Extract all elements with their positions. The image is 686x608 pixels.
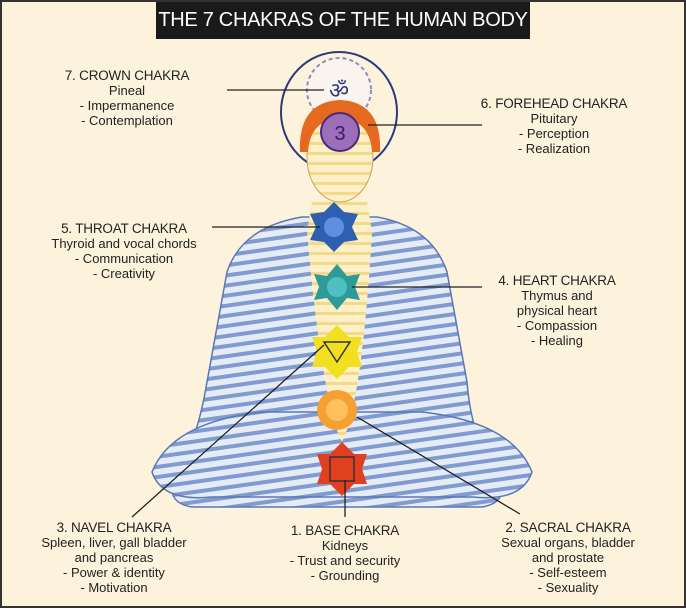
- chakra-detail: - Self-esteem: [529, 565, 607, 580]
- chakra-detail: Kidneys: [321, 538, 369, 553]
- forehead-chakra: 3: [320, 112, 360, 152]
- label-heart-chakra: 4. HEART CHAKRA Thymus and physical hear…: [498, 273, 615, 348]
- chakra-detail: Pineal: [108, 83, 146, 98]
- navel-chakra: [312, 325, 362, 379]
- chakra-detail: - Power & identity: [63, 565, 165, 580]
- svg-text:3: 3: [334, 123, 345, 145]
- chakra-name: 5. THROAT CHAKRA: [61, 221, 187, 236]
- om-symbol: ॐ: [329, 78, 349, 103]
- base-chakra: [317, 442, 367, 496]
- hair: [299, 100, 381, 152]
- chakra-detail: - Grounding: [310, 568, 380, 583]
- chakra-name: 6. FOREHEAD CHAKRA: [480, 96, 628, 111]
- label-crown-chakra: 7. CROWN CHAKRA Pineal - Impermanence - …: [65, 68, 190, 128]
- label-navel-chakra: 3. NAVEL CHAKRA Spleen, liver, gall blad…: [41, 520, 186, 595]
- chakra-detail: and prostate: [531, 550, 605, 565]
- chakra-detail: Pituitary: [530, 111, 578, 126]
- heart-chakra: [314, 264, 360, 310]
- leader-lines: [131, 89, 521, 518]
- label-base-chakra: 1. BASE CHAKRA Kidneys - Trust and secur…: [290, 523, 401, 583]
- chakra-name: 7. CROWN CHAKRA: [64, 68, 190, 83]
- chakra-detail: Sexual organs, bladder: [501, 535, 635, 550]
- chakra-detail: Thyroid and vocal chords: [51, 236, 197, 251]
- chakra-detail: - Trust and security: [289, 553, 401, 568]
- torso-skin: [307, 202, 372, 442]
- chakra-detail: - Communication: [74, 251, 174, 266]
- chakra-detail: - Compassion: [516, 318, 598, 333]
- chakra-name: 4. HEART CHAKRA: [498, 273, 616, 288]
- sacral-chakra: [317, 390, 357, 430]
- chakra-detail: Spleen, liver, gall bladder: [41, 535, 187, 550]
- chakra-detail: and pancreas: [74, 550, 154, 565]
- chakra-detail: - Realization: [517, 141, 591, 156]
- chakra-detail: - Healing: [530, 333, 584, 348]
- label-sacral-chakra: 2. SACRAL CHAKRA Sexual organs, bladder …: [501, 520, 635, 595]
- chakra-detail: physical heart: [516, 303, 598, 318]
- chakra-detail: - Impermanence: [79, 98, 175, 113]
- chakra-detail: - Perception: [518, 126, 590, 141]
- chakra-detail: - Motivation: [80, 580, 148, 595]
- chakra-name: 3. NAVEL CHAKRA: [56, 520, 172, 535]
- throat-chakra: [310, 202, 358, 252]
- label-throat-chakra: 5. THROAT CHAKRA Thyroid and vocal chord…: [51, 221, 196, 281]
- chakra-detail: - Contemplation: [81, 113, 173, 128]
- chakra-detail: - Sexuality: [537, 580, 599, 595]
- chakra-detail: - Creativity: [92, 266, 156, 281]
- label-forehead-chakra: 6. FOREHEAD CHAKRA Pituitary - Perceptio…: [480, 96, 628, 156]
- chakra-name: 1. BASE CHAKRA: [290, 523, 400, 538]
- chakra-name: 2. SACRAL CHAKRA: [505, 520, 631, 535]
- page-title: THE 7 CHAKRAS OF THE HUMAN BODY: [156, 2, 530, 39]
- chakra-detail: Thymus and: [521, 288, 593, 303]
